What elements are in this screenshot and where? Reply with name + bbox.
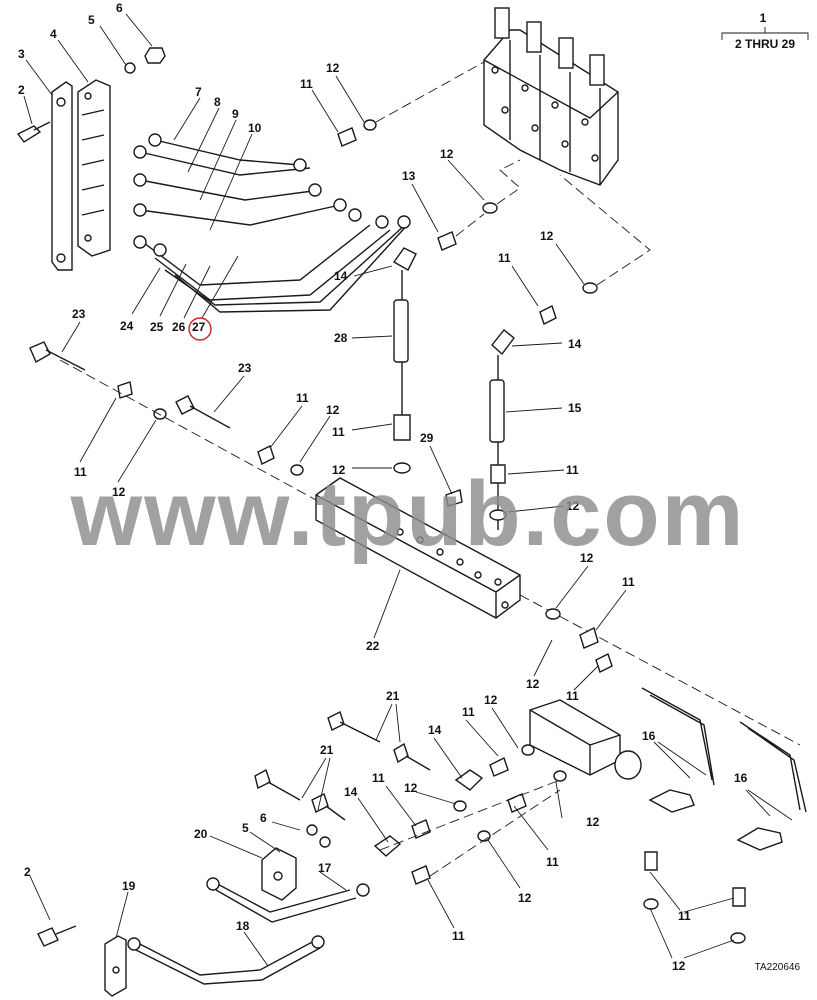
- part-label: 3: [18, 47, 25, 61]
- upper-fittings: [337, 61, 651, 530]
- part-label: 10: [248, 121, 262, 135]
- part-label: 12: [326, 61, 340, 75]
- part-label: 12: [404, 781, 418, 795]
- part-label: 4: [50, 27, 57, 41]
- part-label: 2: [24, 865, 31, 879]
- key-item-number: 1: [760, 11, 767, 25]
- part-labels: 2 3 4 5 6 7 8 9 10 11 12 12 13 12 11 14 …: [18, 1, 748, 973]
- part-label: 15: [568, 401, 582, 415]
- part-label: 12: [484, 693, 498, 707]
- tube-bundle: [133, 133, 411, 313]
- valve-handles: [494, 7, 605, 86]
- part-label: 14: [568, 337, 582, 351]
- part-label: 23: [238, 361, 252, 375]
- key-item-range: 2 THRU 29: [735, 37, 795, 51]
- part-label: 11: [566, 463, 579, 477]
- part-label: 11: [498, 251, 511, 265]
- part-label: 12: [326, 403, 340, 417]
- part-label: 19: [122, 879, 136, 893]
- lower-fittings: [254, 711, 567, 885]
- part-label: 12: [332, 463, 346, 477]
- part-label: 11: [372, 771, 385, 785]
- part-label: 12: [566, 499, 580, 513]
- right-hose-lines: [545, 608, 807, 944]
- part-label: 22: [366, 639, 380, 653]
- part-label: 12: [580, 551, 594, 565]
- part-label: 11: [622, 575, 635, 589]
- clamp-assembly-upper: [16, 47, 166, 271]
- part-label: 12: [112, 485, 126, 499]
- part-label: 17: [318, 861, 332, 875]
- part-label: 12: [672, 959, 686, 973]
- part-label: 24: [120, 319, 134, 333]
- part-label: 8: [214, 95, 221, 109]
- part-label: 5: [88, 13, 95, 27]
- part-label: 21: [320, 743, 334, 757]
- lower-clamp-tubes: [37, 824, 370, 997]
- left-bolt-run: [29, 341, 801, 746]
- part-label: 14: [428, 723, 442, 737]
- part-label: 2: [18, 83, 25, 97]
- part-label: 11: [296, 391, 309, 405]
- part-label: 16: [642, 729, 656, 743]
- lower-valve: [529, 699, 642, 780]
- part-label: 11: [566, 689, 579, 703]
- part-label: 11: [462, 705, 475, 719]
- part-label: 29: [420, 431, 434, 445]
- part-label: 14: [334, 269, 348, 283]
- part-label: 11: [678, 909, 691, 923]
- part-label: 9: [232, 107, 239, 121]
- part-label: 5: [242, 821, 249, 835]
- part-label: 12: [518, 891, 532, 905]
- control-valve-bank: [483, 7, 619, 186]
- part-label: 16: [734, 771, 748, 785]
- part-label: 11: [546, 855, 559, 869]
- part-label: 12: [586, 815, 600, 829]
- part-label: 11: [332, 425, 345, 439]
- part-label: 21: [386, 689, 400, 703]
- part-label: 13: [402, 169, 416, 183]
- part-label: 25: [150, 320, 164, 334]
- part-label: 7: [195, 85, 202, 99]
- figure-id: TA220646: [755, 962, 801, 973]
- part-label: 6: [260, 811, 267, 825]
- part-label: 11: [300, 77, 313, 91]
- part-label: 12: [526, 677, 540, 691]
- part-label: 6: [116, 1, 123, 15]
- watermark-text: www.tpub.com: [70, 463, 746, 565]
- item-range-key: 1 2 THRU 29: [721, 11, 809, 51]
- part-label: 26: [172, 320, 186, 334]
- leader-lines: [23, 13, 793, 967]
- part-label: 14: [344, 785, 358, 799]
- part-label: 11: [74, 465, 87, 479]
- part-label: 12: [440, 147, 454, 161]
- part-label-highlighted: 27: [192, 320, 206, 334]
- part-label: 18: [236, 919, 250, 933]
- highlight-circle-27: [188, 317, 212, 341]
- part-label: 11: [452, 929, 465, 943]
- part-label: 12: [540, 229, 554, 243]
- part-label: 28: [334, 331, 348, 345]
- part-label: 20: [194, 827, 208, 841]
- part-label: 23: [72, 307, 86, 321]
- manifold-block: [315, 477, 521, 619]
